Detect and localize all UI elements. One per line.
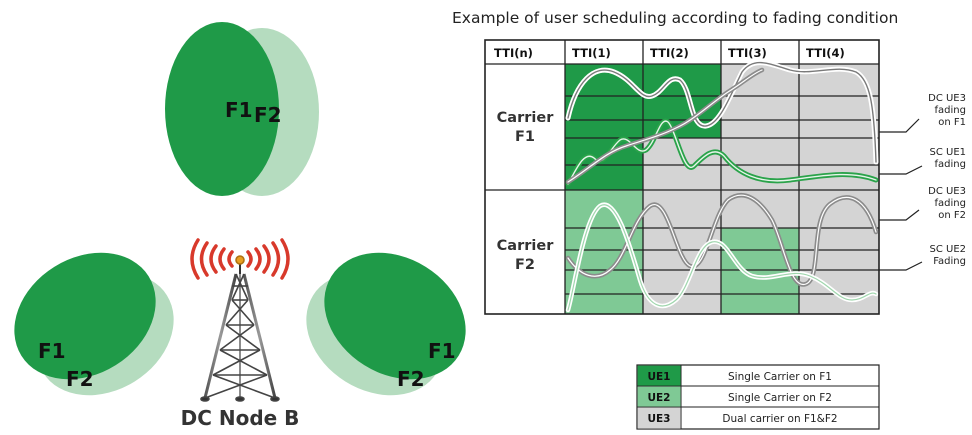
carrier-f1-label-line1: Carrier	[497, 110, 555, 126]
header-tti-4: TTI(4)	[806, 46, 845, 60]
sector-top-f2-label: F2	[254, 103, 282, 127]
annotation-dc-f1-line2: fading	[935, 105, 966, 116]
header-tti-2: TTI(2)	[650, 46, 689, 60]
carrier-f2-label-line2: F2	[515, 257, 535, 273]
schedule-title: Example of user scheduling according to …	[452, 9, 898, 27]
sc-ue1-pointer	[879, 165, 923, 175]
sector-right-f1-label: F1	[428, 339, 456, 363]
sector-top: F1 F2	[165, 22, 319, 196]
dc-f1-pointer	[879, 118, 920, 133]
node-b-label: DC Node B	[181, 406, 300, 430]
schedule-table: TTI(n) TTI(1) TTI(2) TTI(3) TTI(4) Carri…	[484, 39, 880, 315]
sector-right: F1 F2	[306, 252, 466, 396]
annotation-dc-f2-line1: DC UE3	[928, 186, 966, 197]
legend-swatch-ue1	[637, 365, 681, 386]
carrier-f2-label-line1: Carrier	[497, 238, 555, 254]
annotation-sc-ue2-line2: Fading	[933, 256, 966, 267]
annotation-sc-ue1-line1: SC UE1	[929, 147, 966, 158]
annotations: DC UE3 fading on F1 SC UE1 fading DC UE3…	[879, 93, 966, 271]
legend-swatch-ue3	[637, 407, 681, 429]
legend-code-ue3: UE3	[647, 413, 670, 425]
annotation-sc-ue1-line2: fading	[935, 159, 966, 170]
carrier-f1-label-line2: F1	[515, 129, 535, 145]
cell-f1-tti3	[721, 64, 799, 190]
annotation-dc-f2-line3: on F2	[938, 210, 966, 221]
annotation-sc-ue2-line1: SC UE2	[929, 244, 966, 255]
legend-code-ue1: UE1	[647, 371, 670, 383]
legend: UE1 UE2 UE3 Single Carrier on F1 Single …	[636, 364, 880, 430]
annotation-dc-f2-line2: fading	[935, 198, 966, 209]
sector-right-f2-label: F2	[397, 367, 425, 391]
sc-ue2-pointer	[879, 261, 923, 271]
annotation-dc-f1-line1: DC UE3	[928, 93, 966, 104]
sector-top-f1-label: F1	[225, 98, 253, 122]
header-tti-3: TTI(3)	[728, 46, 767, 60]
cell-f1-tti2-ue3	[643, 138, 721, 190]
annotation-dc-f1-line3: on F1	[938, 117, 966, 128]
legend-swatch-ue2	[637, 386, 681, 407]
cell-f2-tti3-ue2	[721, 228, 799, 314]
sector-left: F1 F2	[14, 252, 174, 396]
sector-right-f1-lobe	[324, 252, 466, 380]
signal-waves-icon	[190, 238, 290, 280]
sector-left-f1-lobe	[14, 252, 156, 380]
sector-left-f1-label: F1	[38, 339, 66, 363]
legend-text-ue2: Single Carrier on F2	[728, 392, 832, 404]
dc-f2-pointer	[879, 209, 920, 221]
header-tti-n: TTI(n)	[494, 46, 533, 60]
header-tti-1: TTI(1)	[572, 46, 611, 60]
cell-tower-icon	[200, 255, 280, 402]
sector-top-f1-lobe	[165, 22, 279, 196]
legend-text-ue1: Single Carrier on F1	[728, 371, 832, 383]
sector-left-f2-label: F2	[66, 367, 94, 391]
legend-code-ue2: UE2	[647, 392, 670, 404]
legend-text-ue3: Dual carrier on F1&F2	[722, 413, 837, 425]
